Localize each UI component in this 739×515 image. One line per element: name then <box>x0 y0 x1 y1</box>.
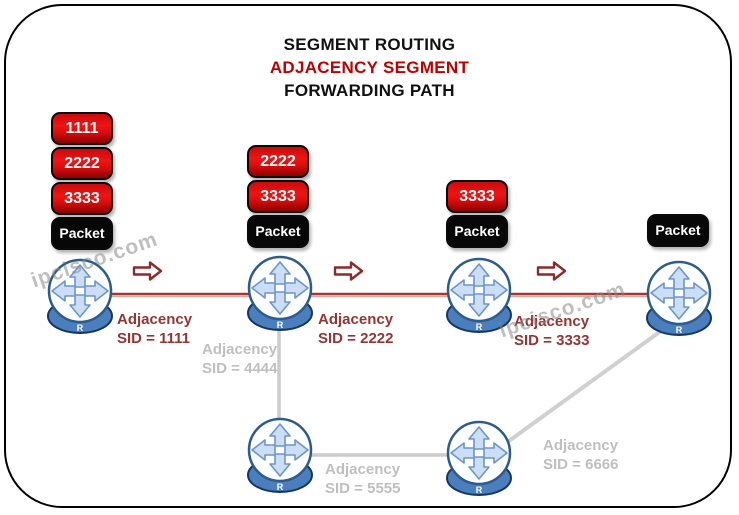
router-icon-4: R <box>646 260 712 336</box>
diagram-border-frame <box>4 4 732 508</box>
packet-box: Packet <box>647 214 709 247</box>
adjacency-sid-label-2222: Adjacency SID = 2222 <box>318 311 394 347</box>
adjacency-sid-label-3333: Adjacency SID = 3333 <box>514 313 590 349</box>
adjacency-sid-label-1111: Adjacency SID = 1111 <box>117 311 193 347</box>
router-label: R <box>476 322 483 332</box>
router-icon-2: R <box>247 255 313 331</box>
router-label: R <box>676 325 683 335</box>
title-line-2: ADJACENCY SEGMENT <box>269 58 470 77</box>
packet-box: Packet <box>446 215 508 248</box>
title-line-1: SEGMENT ROUTING <box>283 35 456 54</box>
forward-arrow-icon <box>333 261 364 281</box>
label-stack-4: Packet <box>647 214 709 249</box>
sid-label-box: 1111 <box>51 112 113 145</box>
label-stack-2: 2222 3333 Packet <box>247 145 309 250</box>
router-icon-1: R <box>47 258 113 334</box>
forward-arrow-icon <box>132 261 163 281</box>
router-label: R <box>277 482 284 492</box>
router-label: R <box>77 323 84 333</box>
adjacency-sid-label-5555: Adjacency SID = 5555 <box>325 461 401 497</box>
sid-label-box: 2222 <box>247 145 309 178</box>
router-icon-5: R <box>247 417 313 493</box>
sid-label-box: 3333 <box>51 182 113 215</box>
backup-path-line-r6-r4 <box>493 321 674 453</box>
sid-label-box: 2222 <box>51 147 113 180</box>
forward-arrow-icon <box>536 261 567 281</box>
router-icon-6: R <box>446 420 512 496</box>
packet-box: Packet <box>247 215 309 248</box>
packet-box: Packet <box>51 217 113 250</box>
sid-label-box: 3333 <box>446 180 508 213</box>
label-stack-3: 3333 Packet <box>446 180 508 250</box>
sid-label-box: 3333 <box>247 180 309 213</box>
router-icon-3: R <box>446 257 512 333</box>
label-stack-1: 1111 2222 3333 Packet <box>51 112 113 252</box>
router-label: R <box>277 320 284 330</box>
router-label: R <box>476 485 483 495</box>
adjacency-sid-label-6666: Adjacency SID = 6666 <box>543 437 619 473</box>
diagram-title: SEGMENT ROUTING ADJACENCY SEGMENT FORWAR… <box>0 33 739 102</box>
title-line-3: FORWARDING PATH <box>284 81 455 100</box>
adjacency-sid-label-4444: Adjacency SID = 4444 <box>202 341 278 377</box>
